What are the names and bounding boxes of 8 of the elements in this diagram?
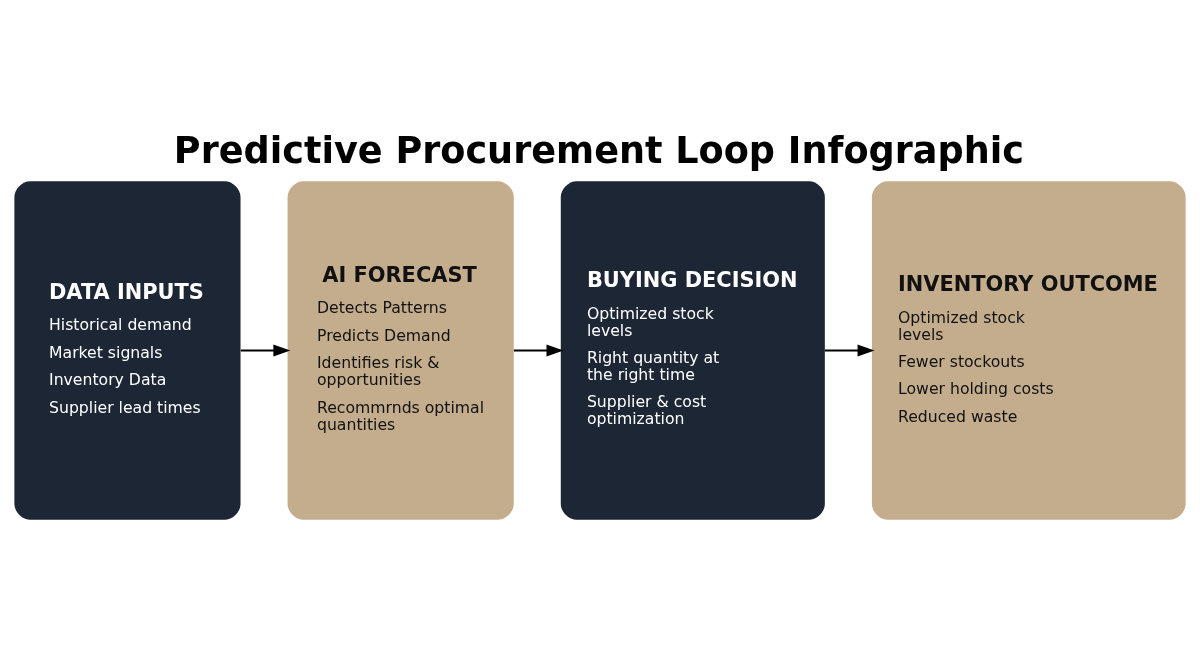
node-box: INVENTORY OUTCOME Optimized stock levels Fewer stockouts Lower holding costs Reduced waste <box>871 181 1186 520</box>
arrow <box>512 344 564 357</box>
node-box: AI FORECAST Detects Patterns Predicts Demand Identifies risk & opportunities Recommrnds optimal quantities <box>287 181 514 520</box>
diagram-title: Predictive Procurement Loop Infographic <box>173 129 1024 173</box>
arrow <box>823 344 875 357</box>
node-box: BUYING DECISION Optimized stock levels Right quantity at the right time Supplier & cost optimization <box>560 181 825 520</box>
node-box: DATA INPUTS Historical demand Market signals Inventory Data Supplier lead times <box>14 181 241 520</box>
arrow <box>239 344 291 357</box>
